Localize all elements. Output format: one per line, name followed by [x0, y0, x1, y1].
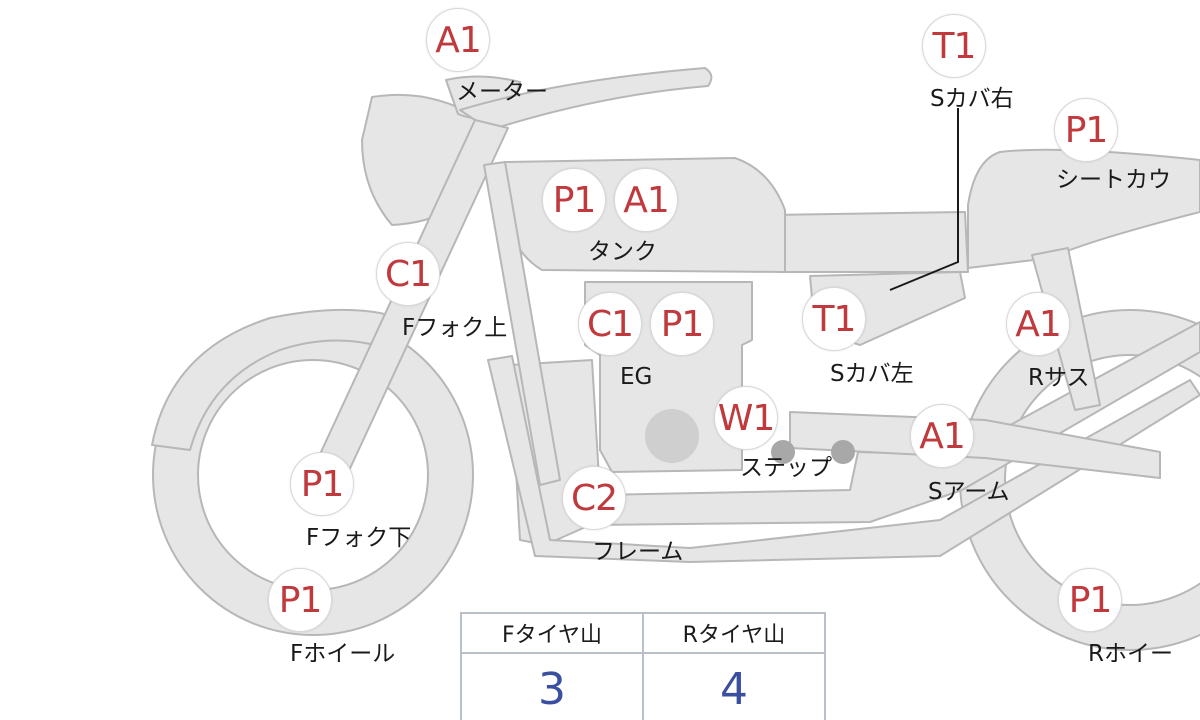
- side-cover-right-grade-badge[interactable]: T1: [922, 14, 986, 78]
- rear-wheel-grade-badge[interactable]: P1: [1058, 568, 1122, 632]
- tank-grade-badge-2[interactable]: A1: [614, 168, 678, 232]
- down-tube-shape: [483, 161, 561, 486]
- engine-grade-badge-2[interactable]: P1: [650, 292, 714, 356]
- seat-cowl-label: シートカウ: [1056, 167, 1171, 193]
- side-cover-left-label: Sカバ左: [830, 361, 914, 387]
- engine-grade-badge-1[interactable]: C1: [578, 292, 642, 356]
- tire-tread-value-row: 3 4: [460, 652, 826, 720]
- rear-wheel-label: Rホイー: [1088, 641, 1173, 667]
- step-grade-badge[interactable]: W1: [714, 386, 778, 450]
- fork-upper-label: Fフォク上: [402, 315, 508, 341]
- seat-cowl-grade-badge[interactable]: P1: [1054, 98, 1118, 162]
- front-tire-tread-value: 3: [460, 652, 644, 720]
- front-wheel-label: Fホイール: [290, 641, 396, 667]
- front-tire-tread-header: Fタイヤ山: [460, 612, 644, 654]
- sprocket-shape: [645, 409, 699, 463]
- meter-grade-badge[interactable]: A1: [426, 8, 490, 72]
- tank-grade-badge-1[interactable]: P1: [542, 168, 606, 232]
- footpeg-right-shape: [831, 440, 855, 464]
- tank-label: タンク: [588, 239, 657, 265]
- engine-label: EG: [620, 364, 653, 390]
- frame-label: フレーム: [592, 539, 684, 565]
- fork-lower-grade-badge[interactable]: P1: [290, 452, 354, 516]
- fork-lower-label: Fフォク下: [306, 525, 412, 551]
- rear-tire-tread-value: 4: [642, 652, 826, 720]
- handlebar-shape: [459, 67, 713, 131]
- swing-arm-label: Sアーム: [928, 479, 1010, 505]
- front-wheel-grade-badge[interactable]: P1: [268, 568, 332, 632]
- meter-label: メーター: [456, 79, 548, 105]
- side-cover-right-label: Sカバ右: [930, 86, 1014, 112]
- frame-grade-badge[interactable]: C2: [562, 466, 626, 530]
- footpeg-left-shape: [771, 440, 795, 464]
- swing-arm-grade-badge[interactable]: A1: [910, 404, 974, 468]
- rear-suspension-label: Rサス: [1028, 365, 1090, 391]
- rear-suspension-grade-badge[interactable]: A1: [1006, 292, 1070, 356]
- fork-upper-grade-badge[interactable]: C1: [376, 242, 440, 306]
- leader-line: [889, 108, 959, 291]
- step-label: ステップ: [740, 455, 832, 481]
- rear-tire-tread-header: Rタイヤ山: [642, 612, 826, 654]
- tire-tread-table: Fタイヤ山 Rタイヤ山 3 4: [460, 612, 826, 720]
- rear-body-shape: [769, 211, 969, 273]
- side-cover-left-grade-badge[interactable]: T1: [802, 287, 866, 351]
- tire-tread-header-row: Fタイヤ山 Rタイヤ山: [460, 612, 826, 654]
